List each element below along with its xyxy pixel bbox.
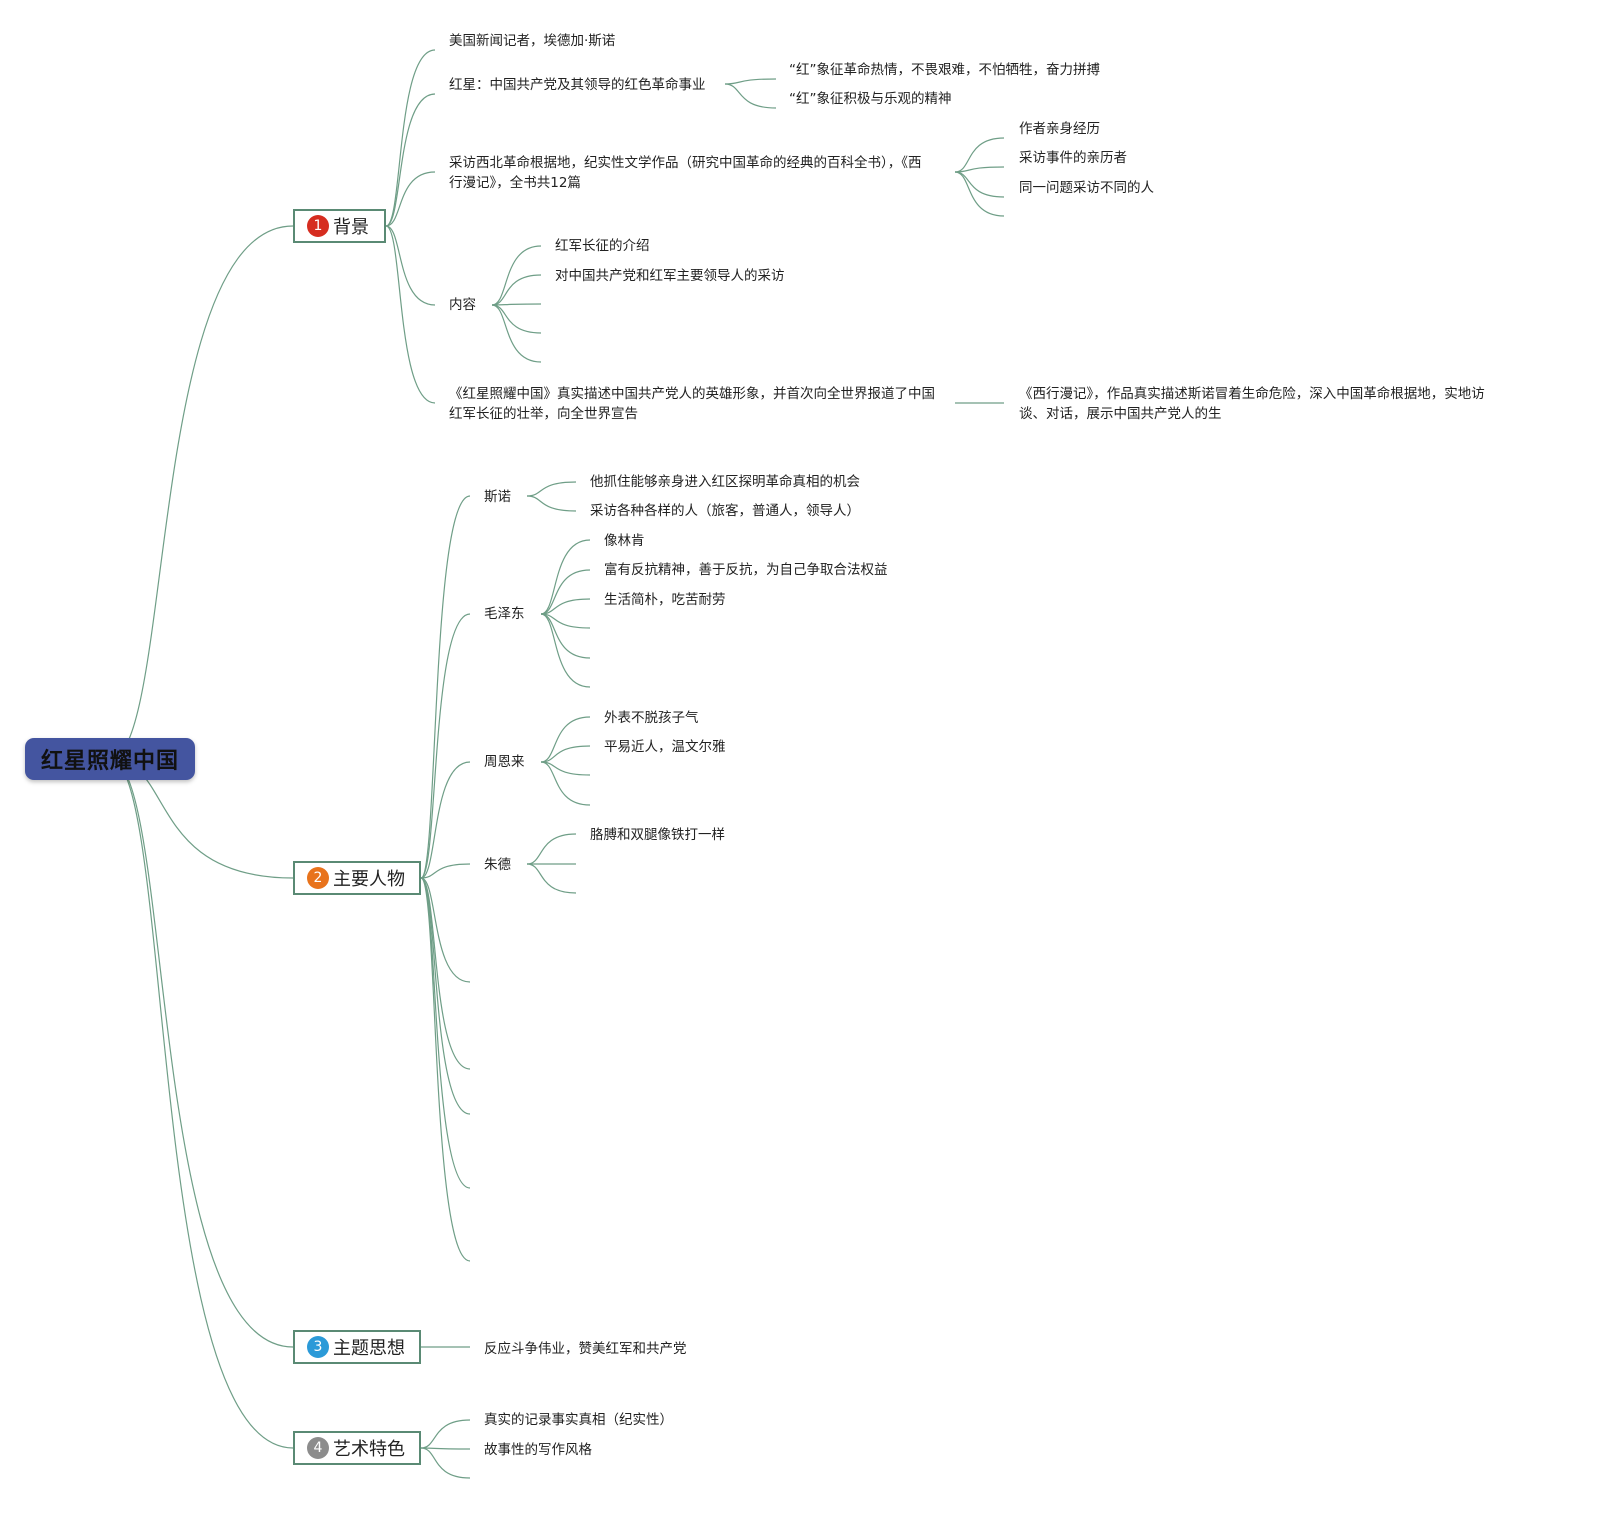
connector-b4-child — [420, 1419, 471, 1449]
topic-zhou-2[interactable]: 平易近人，温文尔雅 — [604, 739, 726, 755]
branch-label: 主题思想 — [333, 1338, 405, 1359]
connector-redstar-child — [724, 83, 777, 109]
topic-interview-1[interactable]: 作者亲身经历 — [1019, 121, 1100, 137]
connector-mao-child — [540, 598, 591, 615]
connector-content-child — [491, 304, 542, 363]
connector-zhou-child — [540, 761, 591, 806]
topic-redstar[interactable]: 红星：中国共产党及其领导的红色革命事业 — [449, 77, 706, 93]
topic-mao-1[interactable]: 像林肯 — [604, 533, 645, 549]
topic-mao[interactable]: 毛泽东 — [484, 606, 525, 622]
branch-background[interactable]: 1 背景 — [293, 209, 386, 243]
number-badge-3: 3 — [307, 1336, 329, 1358]
connector-content-child — [491, 303, 542, 306]
topic-redstar-2[interactable]: “红”象征积极与乐观的精神 — [789, 91, 952, 107]
topic-summary[interactable]: 《红星照耀中国》真实描述中国共产党人的英雄形象，并首次向全世界报道了中国红军长征… — [449, 386, 935, 422]
connector-b1-child — [385, 93, 436, 227]
connector-b2-child — [420, 863, 471, 879]
connector-b2-child — [420, 877, 471, 1189]
connector-mao-child — [540, 613, 591, 688]
connector-root-b3 — [109, 758, 294, 1348]
topic-art-2[interactable]: 故事性的写作风格 — [484, 1442, 592, 1458]
connector-b1-child — [385, 171, 436, 227]
branch-label: 艺术特色 — [333, 1439, 405, 1460]
connector-zhou-child — [540, 716, 591, 763]
topic-interview[interactable]: 采访西北革命根据地，纪实性文学作品（研究中国革命的经典的百科全书），《西行漫记》… — [449, 155, 922, 191]
topic-zhou-1[interactable]: 外表不脱孩子气 — [604, 710, 699, 726]
connector-snow-child — [526, 481, 577, 497]
number-badge-4: 4 — [307, 1437, 329, 1459]
topic-interview-2[interactable]: 采访事件的亲历者 — [1019, 150, 1127, 166]
root-topic[interactable]: 红星照耀中国 — [25, 738, 195, 780]
connector-mao-child — [540, 539, 591, 615]
connector-zhu-child — [526, 833, 577, 865]
connector-b2-child — [420, 613, 471, 879]
topic-snow-1[interactable]: 他抓住能够亲身进入红区探明革命真相的机会 — [590, 474, 860, 490]
connector-b2-child — [420, 877, 471, 983]
connector-content-child — [491, 274, 542, 306]
connector-b2-child — [420, 761, 471, 879]
topic-redstar-1[interactable]: “红”象征革命热情，不畏艰难，不怕牺牲，奋力拼搏 — [789, 62, 1100, 78]
connector-snow-child — [526, 495, 577, 512]
topic-author[interactable]: 美国新闻记者，埃德加·斯诺 — [449, 33, 616, 49]
branch-characters[interactable]: 2 主要人物 — [293, 861, 421, 895]
topic-mao-3[interactable]: 生活简朴，吃苦耐劳 — [604, 592, 726, 608]
topic-content[interactable]: 内容 — [449, 297, 476, 313]
topic-theme-1[interactable]: 反应斗争伟业，赞美红军和共产党 — [484, 1341, 687, 1357]
number-badge-2: 2 — [307, 867, 329, 889]
connector-b2-child — [420, 877, 471, 1115]
connector-b1-child — [385, 225, 436, 404]
connector-b4-child — [420, 1447, 471, 1450]
branch-label: 主要人物 — [333, 869, 405, 890]
branch-label: 背景 — [333, 217, 369, 238]
connector-interview-child — [954, 166, 1005, 173]
connector-zhou-child — [540, 761, 591, 776]
topic-content-1[interactable]: 红军长征的介绍 — [555, 238, 650, 254]
connector-root-b4 — [109, 758, 294, 1449]
connector-b1-child — [385, 49, 436, 227]
connector-b4-child — [420, 1447, 471, 1479]
connector-b2-child — [420, 495, 471, 879]
root-title: 红星照耀中国 — [40, 749, 179, 774]
connector-mao-child — [540, 569, 591, 615]
connector-content-child — [491, 245, 542, 306]
connector-content-child — [491, 304, 542, 334]
topic-content-2[interactable]: 对中国共产党和红军主要领导人的采访 — [555, 268, 785, 284]
connector-zhu-child — [526, 863, 577, 894]
connector-root-b1 — [109, 225, 294, 760]
topic-zhou[interactable]: 周恩来 — [484, 754, 525, 770]
connector-zhou-child — [540, 745, 591, 763]
topic-summary-1[interactable]: 《西行漫记》，作品真实描述斯诺冒着生命危险，深入中国革命根据地，实地访谈、对话，… — [1019, 386, 1485, 422]
topic-snow-2[interactable]: 采访各种各样的人（旅客，普通人，领导人） — [590, 503, 860, 519]
connector-redstar-child — [724, 78, 777, 85]
connector-interview-child — [954, 171, 1005, 217]
branch-theme[interactable]: 3 主题思想 — [293, 1330, 421, 1364]
topic-mao-2[interactable]: 富有反抗精神，善于反抗，为自己争取合法权益 — [604, 562, 888, 578]
topic-zhu-1[interactable]: 胳膊和双腿像铁打一样 — [590, 827, 725, 843]
connector-b1-child — [385, 225, 436, 306]
topic-art-1[interactable]: 真实的记录事实真相（纪实性） — [484, 1412, 673, 1428]
number-badge-1: 1 — [307, 215, 329, 237]
connector-interview-child — [954, 137, 1005, 173]
topic-zhu[interactable]: 朱德 — [484, 857, 511, 873]
connector-b2-child — [420, 877, 471, 1262]
branch-art[interactable]: 4 艺术特色 — [293, 1431, 421, 1465]
topic-interview-3[interactable]: 同一问题采访不同的人 — [1019, 180, 1154, 196]
topic-snow[interactable]: 斯诺 — [484, 489, 511, 505]
